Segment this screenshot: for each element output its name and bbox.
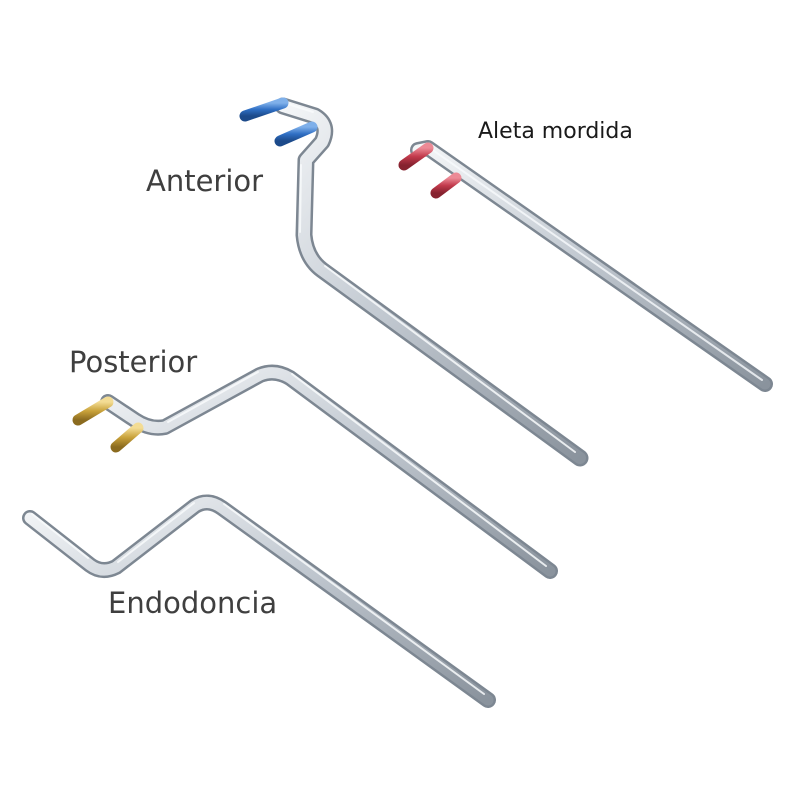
anterior-rod	[274, 97, 589, 467]
label-anterior: Anterior	[146, 164, 264, 198]
aleta-mordida-rod	[410, 140, 773, 392]
aleta-mordida-pins	[398, 142, 462, 199]
endodoncia-rod	[22, 494, 496, 708]
posterior-rod	[100, 364, 558, 579]
label-endodoncia: Endodoncia	[108, 586, 278, 620]
label-posterior: Posterior	[69, 345, 198, 379]
posterior-pins	[72, 396, 144, 453]
label-aleta-mordida: Aleta mordida	[478, 119, 633, 144]
anterior-pins	[239, 97, 318, 147]
